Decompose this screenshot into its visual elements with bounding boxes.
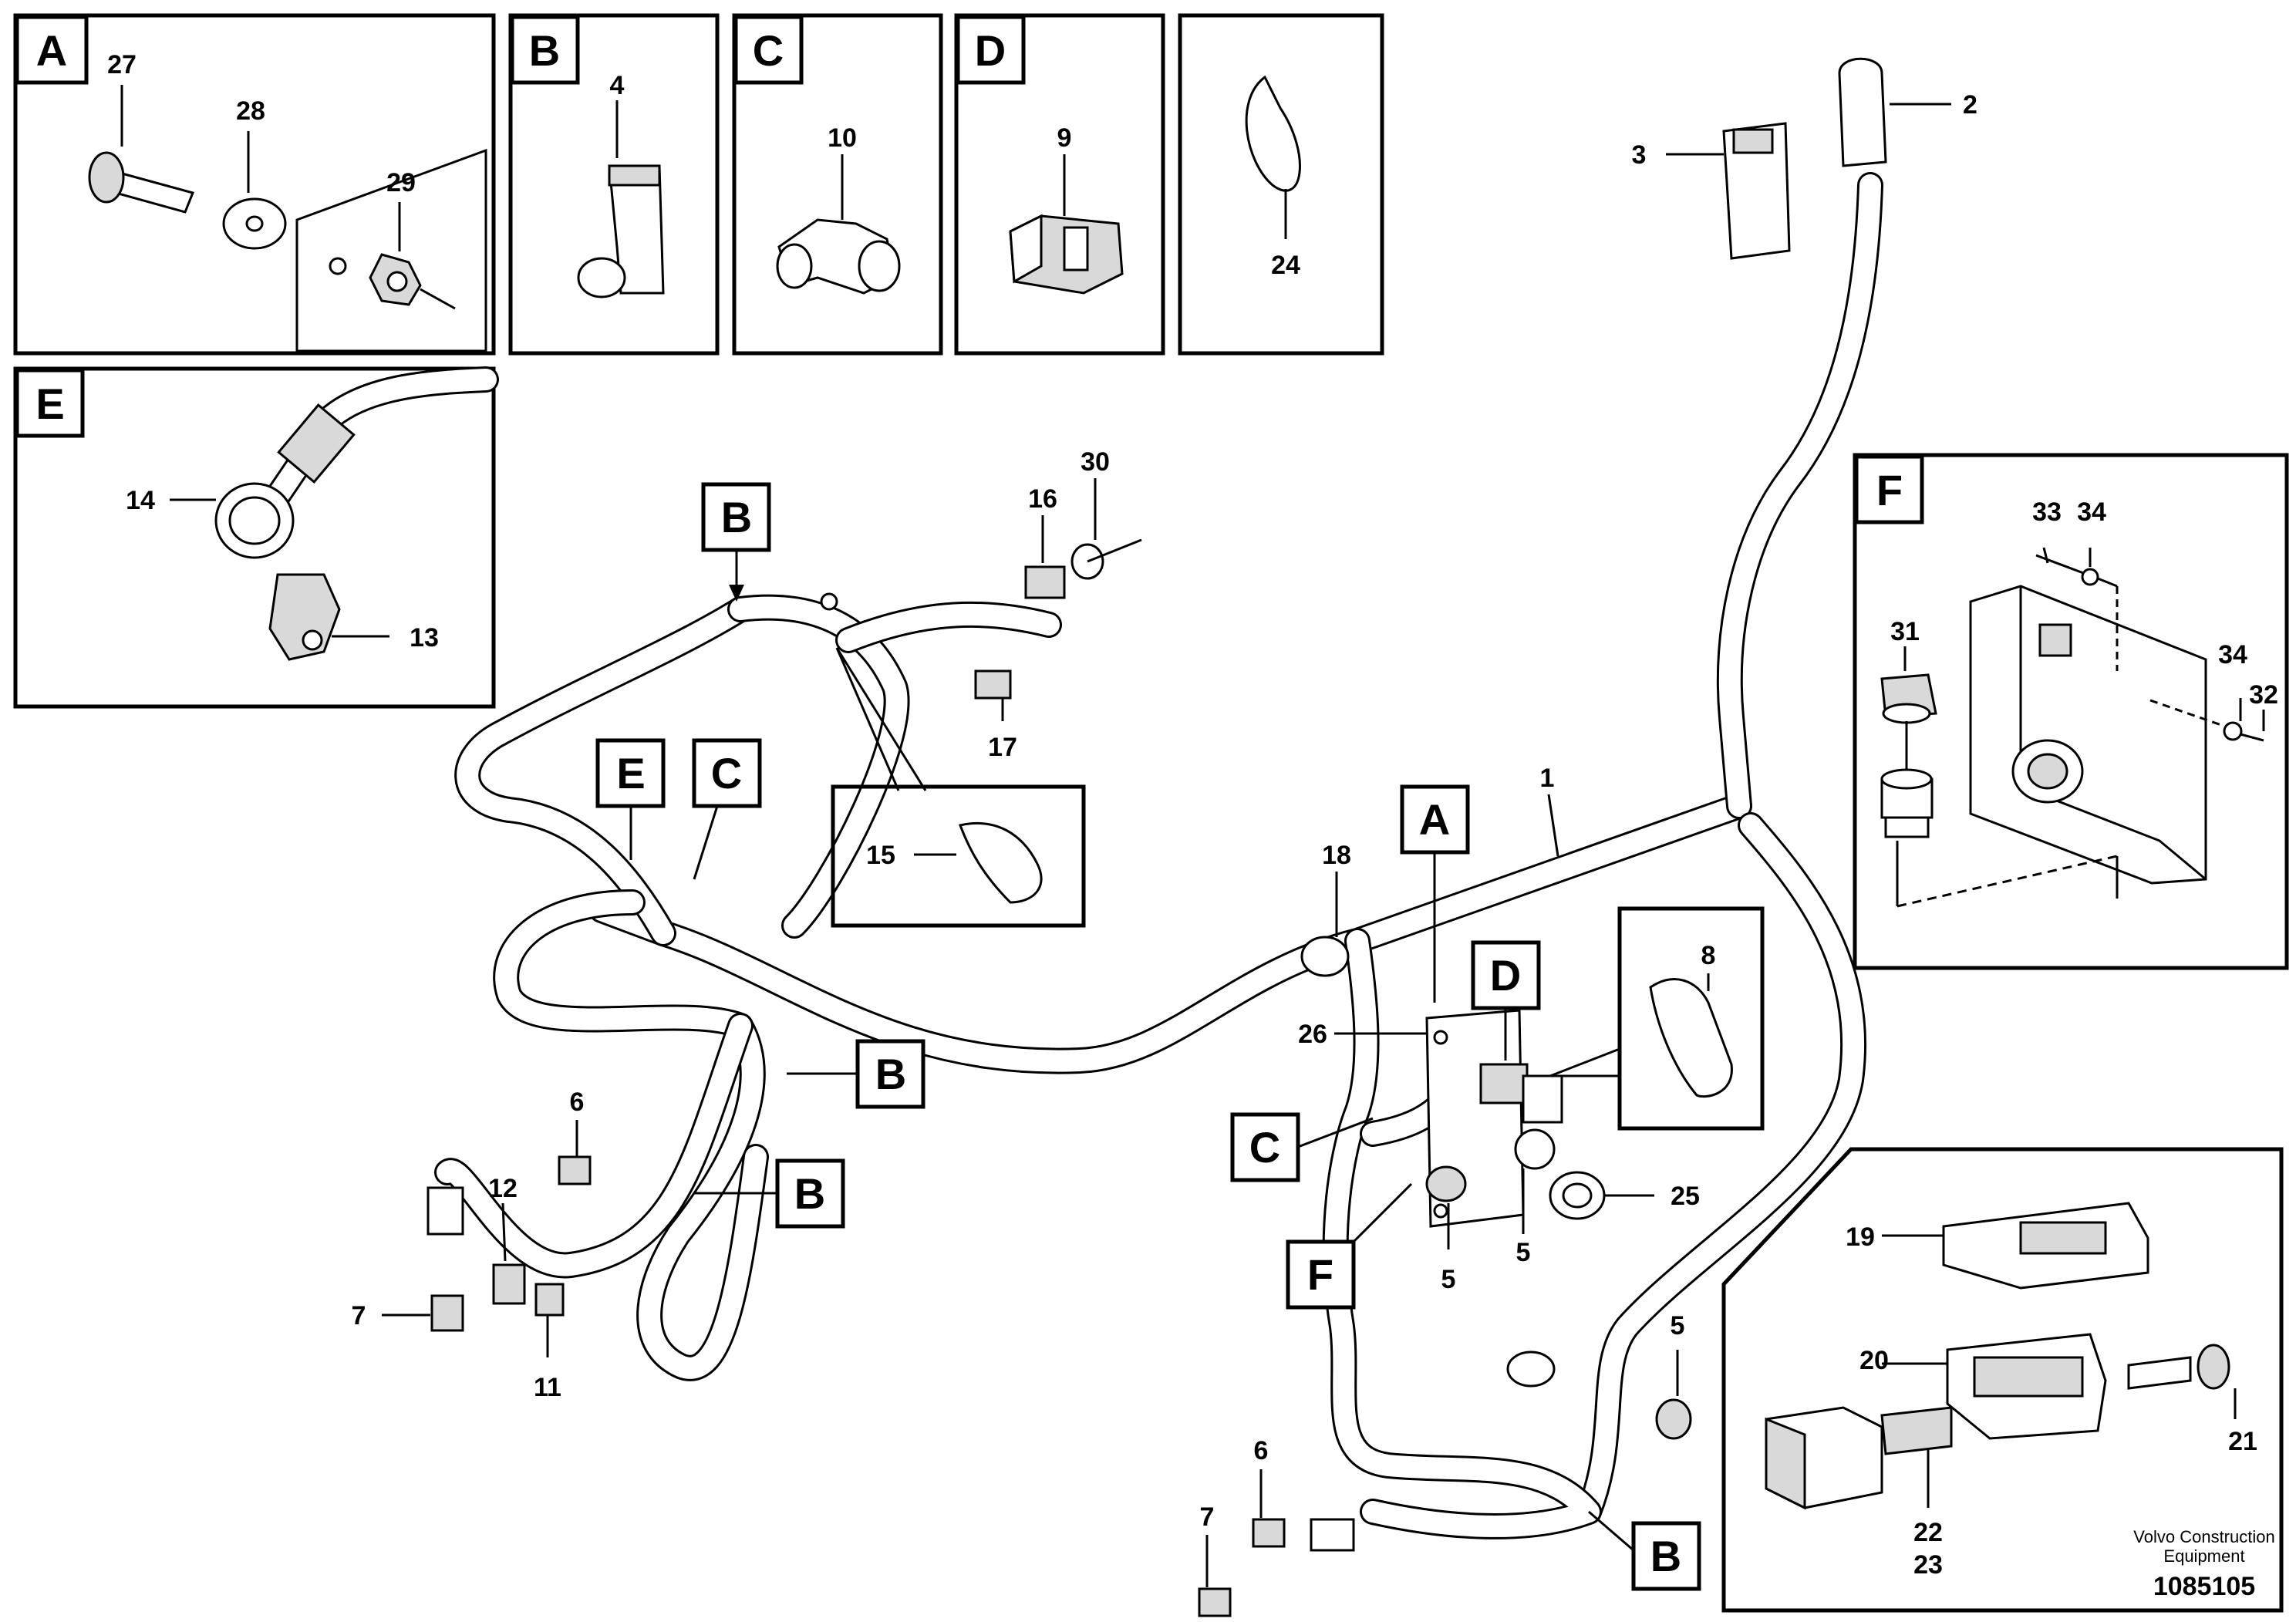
tag-F: F bbox=[1307, 1250, 1333, 1299]
label-28: 28 bbox=[236, 96, 265, 126]
label-3: 3 bbox=[1632, 140, 1647, 170]
inset-A: A 27 28 29 bbox=[13, 13, 496, 356]
tag-B-4: B bbox=[1650, 1532, 1681, 1580]
inset-C: C 10 bbox=[732, 13, 943, 356]
label-20: 20 bbox=[1859, 1346, 1889, 1375]
label-25: 25 bbox=[1671, 1182, 1700, 1211]
label-17: 17 bbox=[988, 733, 1017, 762]
label-26: 26 bbox=[1298, 1020, 1327, 1049]
brand-line-1: Volvo Construction bbox=[2133, 1527, 2274, 1546]
label-16: 16 bbox=[1028, 484, 1057, 514]
label-34-top: 34 bbox=[2077, 497, 2106, 527]
label-24: 24 bbox=[1271, 251, 1300, 280]
main-labels: 2 3 1 18 26 25 5 5 5 16 30 17 6 12 7 11 … bbox=[352, 90, 1977, 1587]
inset-cable-tie: 24 bbox=[1178, 13, 1384, 356]
label-5-plate-right: 5 bbox=[1516, 1238, 1531, 1267]
inset-F: F 33 34 31 34 32 bbox=[1853, 453, 2289, 970]
main-callouts: 15 8 B E C A D B B bbox=[595, 482, 1765, 1591]
label-7-left: 7 bbox=[352, 1301, 366, 1330]
inset-E: E 14 13 bbox=[13, 366, 499, 709]
tag-B-2: B bbox=[875, 1050, 906, 1098]
label-6-bottom: 6 bbox=[1254, 1436, 1269, 1465]
label-10: 10 bbox=[828, 123, 857, 153]
label-30: 30 bbox=[1081, 447, 1110, 477]
label-23: 23 bbox=[1913, 1550, 1943, 1580]
tag-B-3: B bbox=[794, 1169, 825, 1218]
label-22: 22 bbox=[1913, 1518, 1943, 1547]
document-number: 1085105 bbox=[2153, 1572, 2255, 1601]
inset-B-letter: B bbox=[529, 26, 560, 75]
tag-D: D bbox=[1490, 951, 1521, 1000]
tag-A: A bbox=[1419, 795, 1450, 844]
label-18: 18 bbox=[1322, 841, 1351, 870]
tag-C-2: C bbox=[1249, 1123, 1280, 1172]
main-components bbox=[426, 57, 1887, 1617]
label-15: 15 bbox=[866, 841, 895, 870]
label-14: 14 bbox=[126, 486, 155, 515]
label-5-plate-left: 5 bbox=[1441, 1265, 1456, 1294]
inset-A-letter: A bbox=[36, 26, 67, 75]
inset-C-letter: C bbox=[753, 26, 784, 75]
inset-D: D 9 bbox=[954, 13, 1165, 356]
label-9: 9 bbox=[1057, 123, 1072, 153]
inset-connector-kit: 19 20 21 22 23 Volvo Construction Equipm… bbox=[1721, 1147, 2284, 1613]
label-31: 31 bbox=[1890, 617, 1920, 646]
label-12: 12 bbox=[488, 1174, 518, 1203]
inset-D-letter: D bbox=[975, 26, 1006, 75]
label-6-left: 6 bbox=[570, 1088, 585, 1117]
inset-B: B 4 bbox=[508, 13, 720, 356]
label-5-right: 5 bbox=[1671, 1311, 1685, 1340]
label-2: 2 bbox=[1963, 90, 1977, 120]
label-29: 29 bbox=[386, 168, 416, 197]
label-8: 8 bbox=[1701, 941, 1716, 970]
label-13: 13 bbox=[410, 623, 439, 653]
label-33: 33 bbox=[2032, 497, 2062, 527]
label-11: 11 bbox=[534, 1373, 561, 1402]
label-7-bottom: 7 bbox=[1200, 1502, 1215, 1532]
label-4: 4 bbox=[610, 71, 625, 100]
inset-F-letter: F bbox=[1876, 466, 1903, 514]
tag-C-1: C bbox=[711, 749, 742, 798]
main-harness bbox=[434, 172, 1883, 1539]
inset-E-letter: E bbox=[35, 379, 64, 428]
label-21: 21 bbox=[2228, 1427, 2257, 1456]
label-1: 1 bbox=[1540, 764, 1555, 793]
brand-line-2: Equipment bbox=[2163, 1546, 2244, 1566]
label-27: 27 bbox=[107, 50, 137, 79]
label-32: 32 bbox=[2249, 680, 2278, 710]
tag-E: E bbox=[616, 749, 645, 798]
tag-B-1: B bbox=[721, 493, 752, 541]
label-19: 19 bbox=[1846, 1222, 1875, 1252]
label-34-right: 34 bbox=[2218, 640, 2247, 669]
